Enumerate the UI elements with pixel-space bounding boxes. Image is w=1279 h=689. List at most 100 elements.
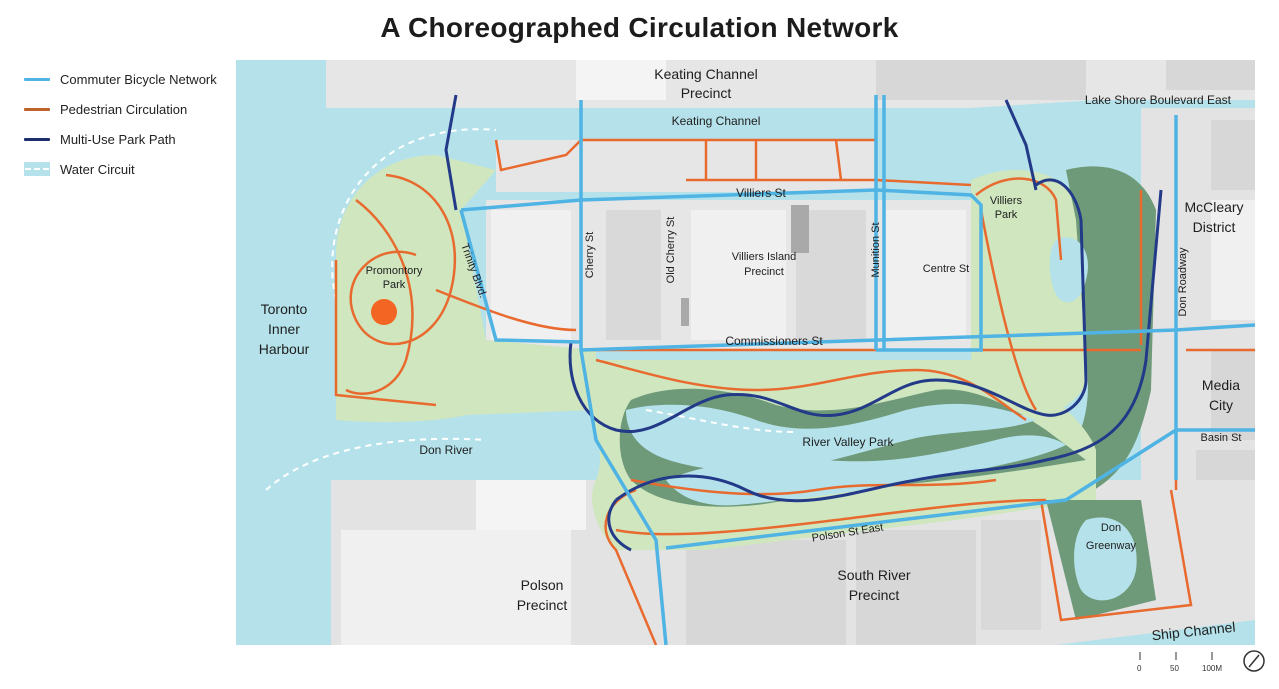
page-title: A Choreographed Circulation Network	[380, 12, 899, 43]
legend-item-multi-use: Multi-Use Park Path	[24, 124, 217, 154]
pedestrian-route	[979, 209, 1038, 411]
island-block	[691, 210, 786, 340]
don-river-channel	[626, 403, 1036, 472]
pedestrian-route	[615, 498, 1047, 536]
label-don-greenway: Don	[1101, 522, 1121, 534]
label-don-greenway: Greenway	[1086, 540, 1137, 552]
mccleary-block	[1211, 120, 1255, 190]
bike-network	[459, 95, 1255, 645]
legend-swatch-bike	[24, 77, 50, 81]
promontory-park	[336, 155, 596, 423]
label-keating-precinct: Precinct	[681, 85, 732, 101]
pedestrian-route	[975, 177, 1063, 261]
label-media-city: Media	[1202, 377, 1240, 393]
north-block	[876, 60, 1086, 100]
map-legend: Commuter Bicycle Network Pedestrian Circ…	[24, 64, 217, 184]
label-river-valley: River Valley Park	[802, 435, 894, 449]
label-south-river: South River	[837, 567, 910, 583]
label-villiers-st: Villiers St	[736, 186, 786, 200]
label-lake-shore: Lake Shore Boulevard East	[1085, 93, 1232, 107]
label-keating-precinct: Keating Channel	[654, 66, 758, 82]
north-block	[1166, 60, 1255, 90]
villiers-park	[971, 170, 1096, 418]
pedestrian-route	[875, 178, 972, 187]
keating-bank	[496, 60, 1255, 138]
legend-item-water: Water Circuit	[24, 154, 217, 184]
legend-item-bike: Commuter Bicycle Network	[24, 64, 217, 94]
label-villiers-park: Park	[995, 209, 1018, 221]
label-villiers-park: Villiers	[990, 195, 1023, 207]
label-villiers-island: Precinct	[744, 266, 784, 278]
label-centre-st: Centre St	[923, 263, 969, 275]
legend-label: Multi-Use Park Path	[60, 131, 176, 147]
media-block	[1211, 350, 1255, 440]
legend-swatch-multi-use	[24, 137, 50, 141]
island-block	[886, 210, 966, 340]
promontory-marker	[371, 299, 397, 325]
south-river-block	[686, 540, 846, 645]
label-don-roadway: Don Roadway	[1177, 247, 1189, 317]
label-promontory: Park	[383, 279, 406, 291]
scale-label: 50	[1170, 664, 1179, 673]
legend-label: Pedestrian Circulation	[60, 101, 188, 117]
legend-swatch-pedestrian	[24, 107, 50, 111]
south-river-block	[856, 530, 976, 645]
legend-swatch-water	[24, 162, 50, 176]
multi-use-route	[607, 499, 632, 552]
legend-label: Water Circuit	[60, 161, 135, 177]
label-south-river: Precinct	[849, 587, 900, 603]
label-toronto: Harbour	[259, 341, 310, 357]
scale-label: 0	[1137, 664, 1142, 673]
pedestrian-route	[630, 478, 997, 496]
bike-route	[459, 209, 582, 344]
polson-block	[341, 530, 571, 645]
don-river-channel-2	[666, 435, 1066, 506]
label-basin-st: Basin St	[1201, 432, 1242, 444]
pedestrian-route	[435, 288, 577, 332]
label-mccleary: McCleary	[1184, 199, 1243, 215]
legend-item-pedestrian: Pedestrian Circulation	[24, 94, 217, 124]
water-circuit	[645, 409, 797, 433]
pedestrian-route	[345, 199, 414, 395]
bike-route	[579, 349, 668, 645]
island-block	[491, 210, 571, 340]
pedestrian-route	[334, 260, 437, 407]
label-polson-precinct: Precinct	[517, 597, 568, 613]
label-don-river: Don River	[419, 443, 472, 457]
scale-label: 100M	[1202, 664, 1223, 673]
water-circuit	[265, 437, 487, 491]
island-building	[791, 205, 809, 253]
island-building	[681, 298, 689, 326]
label-toronto: Toronto	[261, 301, 308, 317]
multi-use-route	[1004, 99, 1038, 191]
polson-block	[476, 480, 586, 530]
north-island-strip	[496, 140, 876, 192]
north-arrow-icon	[1243, 650, 1265, 672]
multi-use-route	[615, 189, 1163, 503]
legend-label: Commuter Bicycle Network	[60, 71, 217, 87]
pedestrian-route	[704, 139, 843, 181]
island-block	[606, 210, 661, 340]
label-old-cherry-st: Old Cherry St	[665, 217, 677, 284]
pedestrian-route	[1039, 489, 1193, 622]
label-munition-st: Munition St	[870, 222, 882, 277]
south-river-block	[981, 520, 1041, 630]
bike-route	[460, 188, 983, 352]
label-media-city: City	[1209, 397, 1233, 413]
north-block	[576, 60, 666, 100]
scale-bar: 0 50 100M	[1130, 648, 1270, 684]
site-map[interactable]: Keating Channel Precinct Keating Channel…	[236, 60, 1255, 645]
label-promontory: Promontory	[366, 265, 423, 277]
label-toronto: Inner	[268, 321, 300, 337]
label-keating-channel: Keating Channel	[672, 114, 761, 128]
label-cherry-st: Cherry St	[584, 232, 596, 278]
label-polson-precinct: Polson	[521, 577, 564, 593]
ship-channel-water	[1056, 620, 1255, 645]
bike-route	[665, 428, 1255, 550]
label-villiers-island: Villiers Island	[732, 251, 797, 263]
mccleary-block	[1211, 200, 1255, 320]
label-commissioners-st: Commissioners St	[725, 334, 823, 348]
multi-use-route	[568, 178, 1088, 434]
multi-use-route	[444, 94, 458, 211]
water-circuit	[331, 128, 497, 301]
